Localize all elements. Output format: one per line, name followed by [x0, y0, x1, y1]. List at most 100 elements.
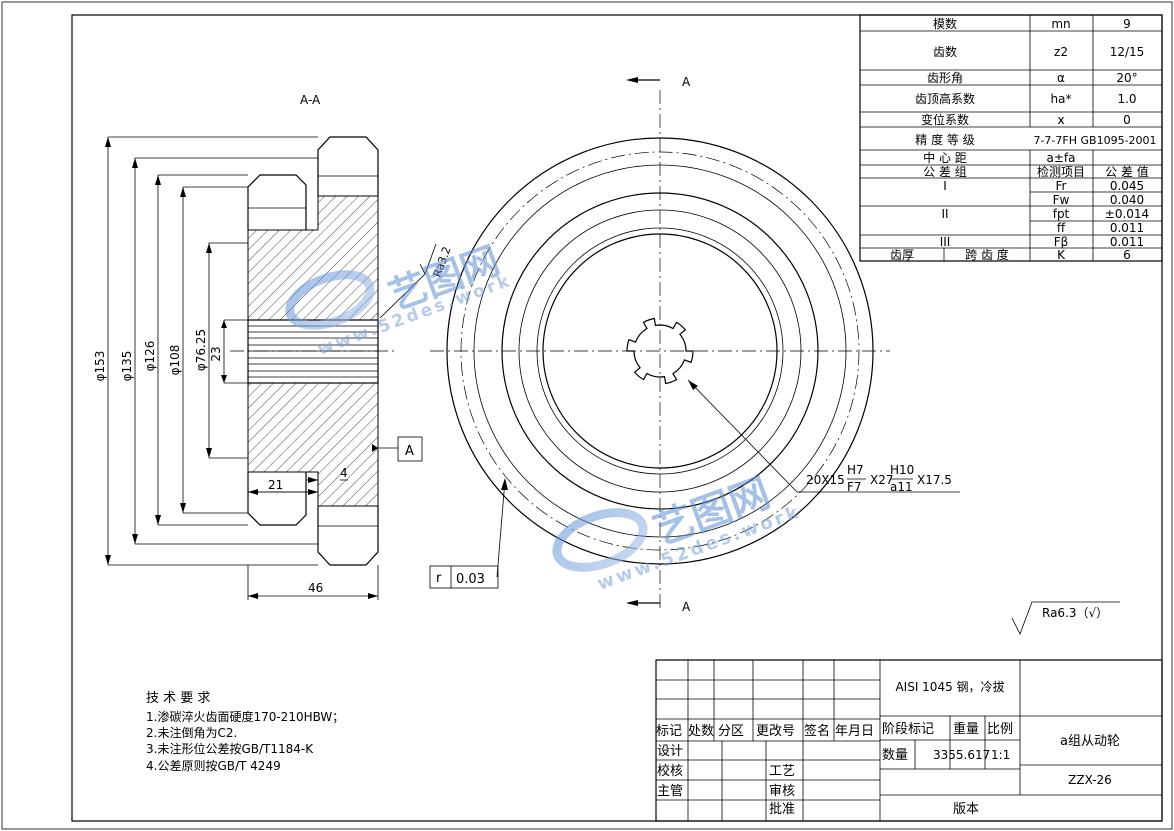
datum-box [397, 436, 423, 462]
param-symbol-4: x [1057, 113, 1064, 127]
drawing-number: ZZX-26 [1068, 773, 1112, 787]
tol-item-2: fpt [1053, 207, 1070, 221]
spline-fit1-top: H7 [847, 463, 864, 477]
spline-fit2-top: H10 [890, 463, 914, 477]
diameter-dimensions [107, 136, 379, 600]
span-a: 齿厚 [890, 248, 914, 262]
dim-4: 4 [340, 466, 348, 480]
spline-mid: X27 [870, 473, 894, 487]
rev-header-5: 年月日 [835, 724, 874, 739]
center-distance-label: 中 心 距 [923, 150, 967, 165]
title-block: AISI 1045 钢，冷拔 标记 处数 分区 更改号 签名 年月日 阶段标记 … [655, 659, 1163, 822]
approve-label: 批准 [769, 802, 795, 817]
material-label: AISI 1045 钢，冷拔 [895, 679, 1004, 694]
tol-group-2: II [941, 207, 948, 221]
rev-header-2: 分区 [718, 724, 744, 739]
tol-group-4: III [940, 235, 951, 249]
precision-label: 精 度 等 级 [915, 132, 974, 147]
inner-border [71, 14, 1163, 822]
param-symbol-3: ha* [1051, 92, 1072, 106]
part-name: a组从动轮 [1060, 734, 1120, 749]
tech-req-item-1: 2.未注倒角为C2. [146, 725, 237, 740]
weight-value: 3355.617 [933, 748, 990, 762]
param-symbol-1: z2 [1054, 45, 1068, 59]
stage-label: 阶段标记 [882, 722, 934, 737]
dim-46: 46 [308, 581, 323, 595]
param-name-2: 齿形角 [927, 71, 963, 85]
tol-header-item: 检测项目 [1037, 164, 1085, 179]
tol-value-1: 0.040 [1110, 193, 1144, 207]
param-value-2: 20° [1116, 71, 1137, 85]
rev-header-0: 标记 [656, 724, 682, 739]
tol-value-0: 0.045 [1110, 179, 1144, 193]
spline-fit1-bottom: F7 [847, 480, 862, 494]
svg-text:Ra6.3（√）: Ra6.3（√） [1042, 606, 1108, 620]
tol-value-2: ±0.014 [1105, 207, 1149, 221]
runout-value: 0.03 [456, 572, 485, 587]
datum-label: A [405, 444, 414, 459]
dim-d7625: φ76.25 [194, 329, 208, 371]
dim-d135: φ135 [120, 351, 134, 382]
param-name-3: 齿顶高系数 [915, 91, 975, 106]
section-body-upper [247, 195, 379, 321]
param-name-1: 齿数 [933, 44, 957, 59]
review-label: 审核 [769, 784, 795, 799]
param-value-1: 12/15 [1110, 45, 1145, 59]
section-label: A-A [300, 93, 321, 107]
rev-header-1: 处数 [688, 724, 714, 739]
span-b: 跨 齿 度 [965, 247, 1009, 262]
tol-value-3: 0.011 [1110, 221, 1144, 235]
dim-21: 21 [268, 478, 283, 492]
section-view: A-A [93, 93, 454, 600]
tol-header-group: 公 差 组 [923, 165, 967, 179]
rev-header-3: 更改号 [756, 724, 795, 739]
technical-requirements: 技 术 要 求 1.渗碳淬火齿面硬度170-210HBW； 2.未注倒角为C2.… [146, 691, 344, 773]
span-value: 6 [1123, 248, 1131, 262]
tech-req-item-3: 4.公差原则按GB/T 4249 [146, 759, 281, 773]
tech-req-title: 技 术 要 求 [146, 691, 210, 706]
spline-main: 20X15 [806, 473, 845, 487]
general-roughness: Ra6.3（√） [1011, 601, 1120, 635]
cut-mark-top: A [682, 75, 691, 89]
dim-d153: φ153 [93, 351, 107, 382]
center-distance-symbol: a±fa [1047, 151, 1076, 165]
param-value-0: 9 [1123, 17, 1131, 31]
tol-item-1: Fw [1053, 193, 1070, 207]
dim-23: 23 [209, 346, 223, 361]
manager-label: 主管 [657, 784, 683, 799]
scale-label: 比例 [987, 722, 1013, 737]
param-value-3: 1.0 [1117, 92, 1136, 106]
runout-frame [429, 565, 499, 589]
param-symbol-2: α [1057, 71, 1065, 85]
tol-group-0: I [943, 179, 947, 193]
cut-mark-bottom: A [682, 600, 691, 614]
tol-item-3: ff [1057, 221, 1066, 235]
param-name-4: 变位系数 [921, 112, 969, 127]
tol-item-4: Fβ [1054, 235, 1069, 249]
scale-value: 1:1 [991, 748, 1010, 762]
runout-symbol: r [436, 571, 442, 586]
check-label: 校核 [657, 763, 683, 779]
tech-req-item-0: 1.渗碳淬火齿面硬度170-210HBW； [146, 709, 344, 724]
rev-header-4: 签名 [804, 723, 830, 739]
spline-fit2-bottom: a11 [890, 480, 913, 494]
design-label: 设计 [657, 744, 683, 759]
param-name-0: 模数 [933, 16, 957, 31]
quantity-label: 数量 [882, 748, 908, 763]
precision-value: 7-7-7FH GB1095-2001 [1033, 134, 1156, 147]
spline-end: X17.5 [917, 473, 952, 487]
weight-label: 重量 [953, 721, 979, 737]
dim-d126: φ126 [143, 341, 157, 372]
version-label: 版本 [953, 802, 979, 817]
dim-d108: φ108 [168, 345, 182, 376]
span-symbol: K [1057, 248, 1066, 262]
front-view: A A 20X15 H7 F7 X27 H10 a11 X17.5 r 0.03 [429, 75, 960, 614]
watermark-2: 艺图网 www.52des.work [552, 470, 804, 595]
process-label: 工艺 [769, 764, 795, 779]
tol-item-0: Fr [1056, 179, 1067, 193]
param-symbol-0: mn [1051, 17, 1070, 31]
tol-value-4: 0.011 [1110, 235, 1144, 249]
param-value-4: 0 [1123, 113, 1131, 127]
